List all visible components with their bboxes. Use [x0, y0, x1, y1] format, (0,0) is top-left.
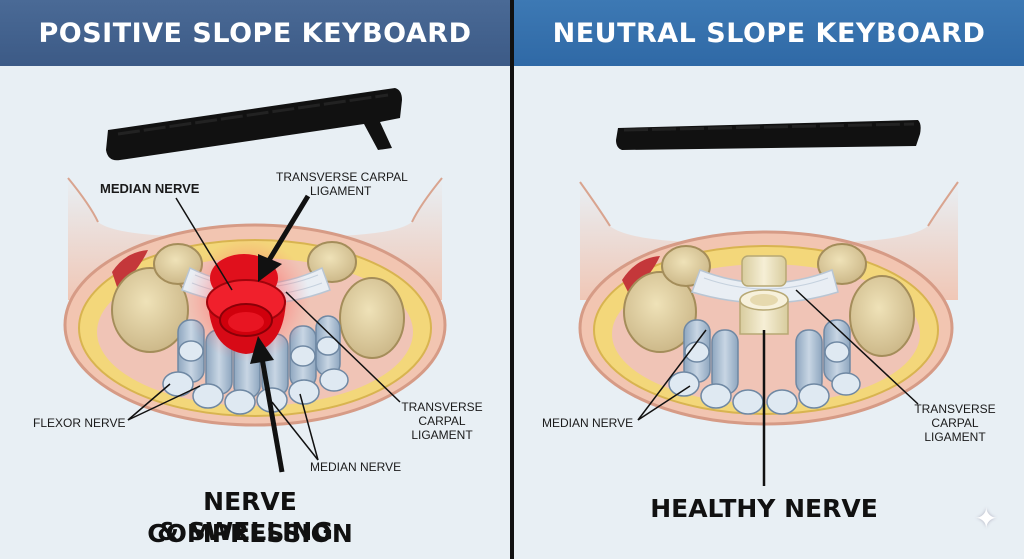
positive-slope-panel: POSITIVE SLOPE KEYBOARD [0, 0, 510, 559]
label-transverse-line1: TRANSVERSE [914, 402, 996, 416]
compression-arrows [250, 194, 311, 473]
label-transverse-right-line2: CARPAL [418, 414, 466, 428]
caption-healthy-nerve: HEALTHY NERVE [650, 494, 878, 523]
left-leader-lines [127, 197, 401, 461]
healthy-median-nerve [739, 255, 789, 335]
label-transverse-top-line1: TRANSVERSE CARPAL [276, 170, 408, 184]
label-transverse-top-line2: LIGAMENT [310, 184, 372, 198]
label-transverse-right-line3: LIGAMENT [411, 428, 473, 442]
label-transverse-line3: LIGAMENT [924, 430, 986, 444]
sparkle-icon: ✦ [974, 503, 998, 534]
compressed-median-nerve [186, 238, 310, 362]
flexor-tendons-neutral [668, 319, 861, 415]
label-flexor-nerve: FLEXOR NERVE [33, 416, 126, 430]
right-leader-lines [637, 289, 919, 486]
panel-divider [510, 0, 514, 559]
flat-keyboard [616, 120, 921, 150]
neutral-slope-illustration [578, 120, 959, 486]
label-median-nerve-bottom: MEDIAN NERVE [310, 460, 402, 474]
caption-line1: NERVE COMPRESSION [147, 487, 353, 548]
positive-slope-title: POSITIVE SLOPE KEYBOARD [0, 0, 510, 66]
label-transverse-line2: CARPAL [931, 416, 979, 430]
label-median-nerve-top: MEDIAN NERVE [100, 181, 200, 196]
neutral-slope-title: NEUTRAL SLOPE KEYBOARD [514, 0, 1024, 66]
label-median-nerve: MEDIAN NERVE [542, 416, 634, 430]
neutral-slope-panel: NEUTRAL SLOPE KEYBOARD [514, 0, 1024, 559]
positive-slope-illustration [63, 88, 447, 473]
caption-line2: & SWELLING [157, 517, 333, 546]
label-transverse-right-line1: TRANSVERSE [401, 400, 483, 414]
tilted-keyboard [106, 88, 402, 161]
